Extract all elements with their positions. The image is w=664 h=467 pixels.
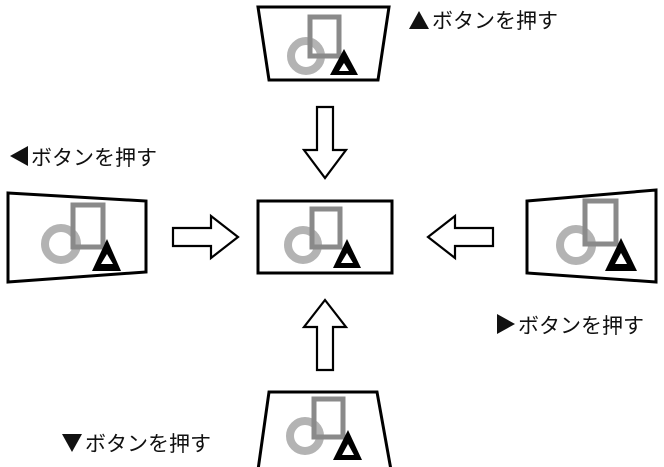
square-shape <box>307 14 342 59</box>
caption-text: ボタンを押す <box>432 9 558 33</box>
black-left-triangle-icon <box>10 146 28 166</box>
caption-text: ボタンを押す <box>85 432 211 456</box>
screen-outline <box>256 199 394 275</box>
square-shape <box>311 396 346 440</box>
caption-press-down-button: ボタンを押す <box>62 434 211 455</box>
screen-outline <box>256 390 392 467</box>
caption-press-right-button: ボタンを押す <box>497 314 644 337</box>
caption-text: ボタンを押す <box>518 314 644 338</box>
square-shape <box>70 202 106 250</box>
down-arrow-icon <box>301 105 349 180</box>
screen-keystone-down <box>256 390 392 467</box>
left-arrow-icon <box>426 213 495 261</box>
triangle-shape <box>330 49 358 75</box>
black-right-triangle-icon <box>497 314 515 334</box>
screen-keystone-right <box>525 188 658 284</box>
square-shape <box>309 206 343 250</box>
caption-press-left-button: ボタンを押す <box>10 146 157 169</box>
black-up-triangle-icon <box>409 11 429 29</box>
circle-shape <box>41 224 81 264</box>
up-arrow-icon <box>301 298 349 372</box>
caption-press-up-button: ボタンを押す <box>409 11 558 32</box>
right-arrow-icon <box>171 213 240 261</box>
square-shape <box>582 198 619 247</box>
screen-keystone-up <box>256 5 391 82</box>
screen-corrected <box>256 199 394 275</box>
black-down-triangle-icon <box>62 434 82 452</box>
screen-keystone-left <box>6 191 148 284</box>
caption-text: ボタンを押す <box>31 146 157 170</box>
